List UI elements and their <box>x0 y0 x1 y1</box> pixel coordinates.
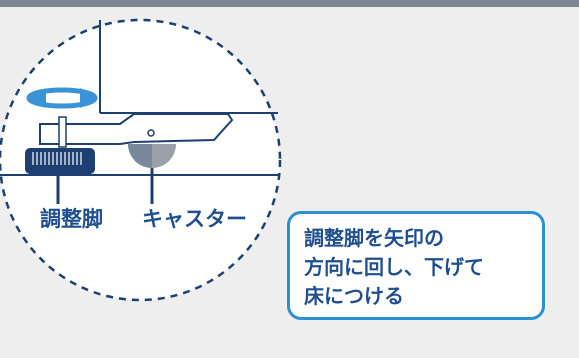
adjuster-foot-knob <box>25 148 95 174</box>
instruction-line: 床につける <box>304 284 404 308</box>
bracket-hole <box>147 129 155 137</box>
rotation-arrow-icon <box>26 87 98 109</box>
caster-wheel <box>128 144 176 168</box>
caster-label: キャスター <box>142 207 247 231</box>
adjuster-foot-label: 調整脚 <box>40 207 103 231</box>
instruction-line: 調整脚を矢印の <box>304 226 444 250</box>
top-divider-bar <box>0 0 579 7</box>
instruction-line: 方向に回し、下げて <box>304 255 484 279</box>
instruction-callout: 調整脚を矢印の 方向に回し、下げて 床につける <box>287 211 545 320</box>
adjuster-shaft <box>58 116 67 148</box>
instruction-text: 調整脚を矢印の 方向に回し、下げて 床につける <box>304 224 532 311</box>
mounting-bracket <box>39 113 234 145</box>
